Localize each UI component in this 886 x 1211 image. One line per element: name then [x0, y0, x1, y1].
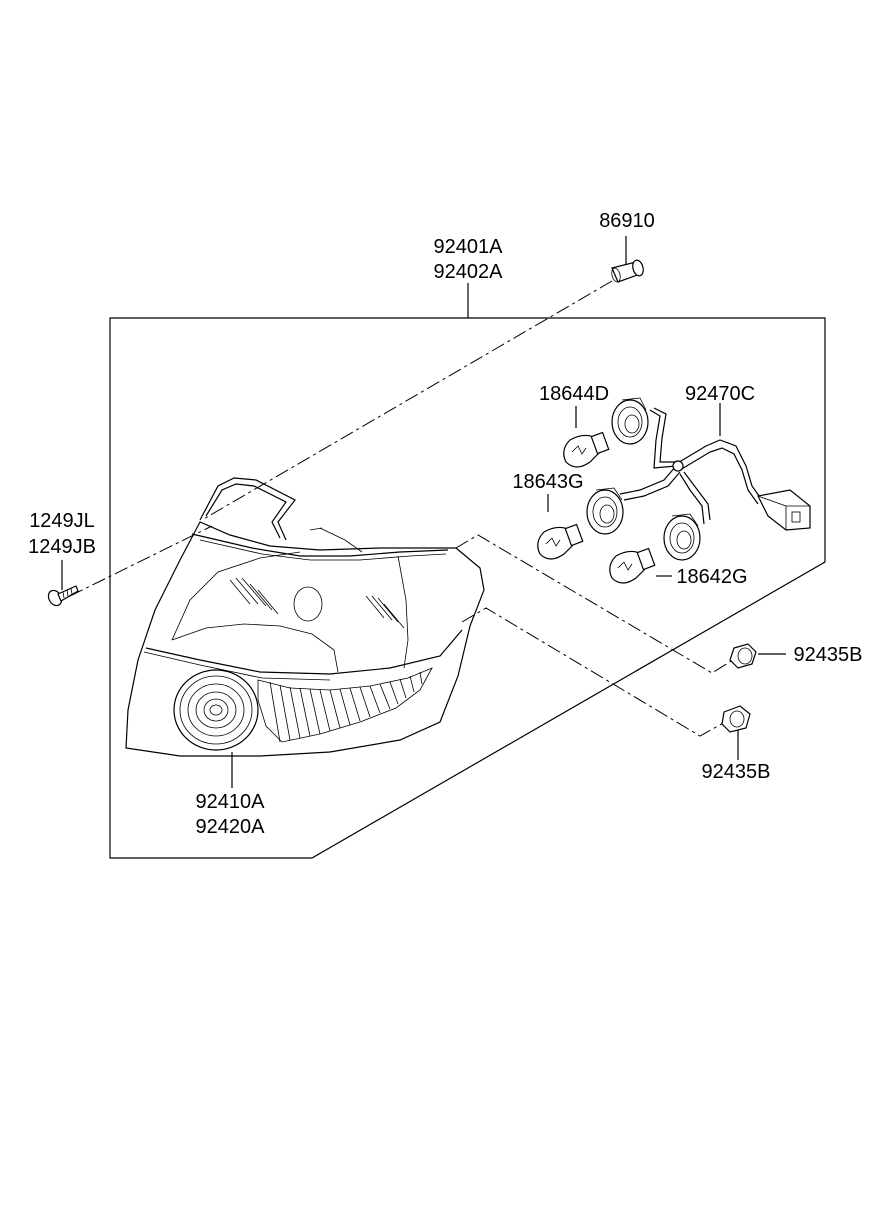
nut-lower-icon — [721, 705, 751, 733]
assembly-line-nut-2 — [461, 607, 726, 737]
label-housing-2: 92402A — [434, 261, 504, 283]
bulb-18643G-icon — [537, 523, 584, 560]
wiring-harness — [619, 407, 811, 531]
socket-lower-icon — [663, 513, 701, 561]
label-nut-1: 92435B — [794, 644, 863, 666]
label-harness: 92470C — [685, 383, 755, 405]
label-lens-1: 92410A — [196, 791, 266, 813]
clip-86910-icon — [611, 259, 644, 283]
label-screw-2: 1249JB — [28, 536, 96, 558]
lens-ribs — [269, 671, 423, 743]
label-lens-2: 92420A — [196, 816, 266, 838]
assembly-line-screw — [69, 525, 213, 597]
reflection-marks — [229, 577, 405, 629]
nut-upper-icon — [729, 643, 757, 669]
label-screw-1: 1249JL — [29, 510, 95, 532]
bulb-18644D-icon — [563, 431, 610, 468]
round-lens-icon — [173, 669, 259, 751]
tail-lamp-housing — [125, 477, 485, 757]
label-housing-1: 92401A — [434, 236, 504, 258]
assembly-line-clip — [201, 280, 613, 521]
socket-middle-icon — [586, 487, 624, 535]
label-bulb-b: 18643G — [512, 471, 583, 493]
label-bulb-c: 18642G — [676, 566, 747, 588]
label-clip-top: 86910 — [599, 210, 655, 232]
bulb-18642G-icon — [609, 547, 656, 584]
screw-icon — [47, 585, 79, 607]
assembly-boundary — [109, 317, 826, 859]
label-bulb-a: 18644D — [539, 383, 609, 405]
socket-upper-icon — [611, 397, 649, 445]
assembly-line-nut-1 — [455, 534, 737, 674]
label-nut-2: 92435B — [702, 761, 771, 783]
